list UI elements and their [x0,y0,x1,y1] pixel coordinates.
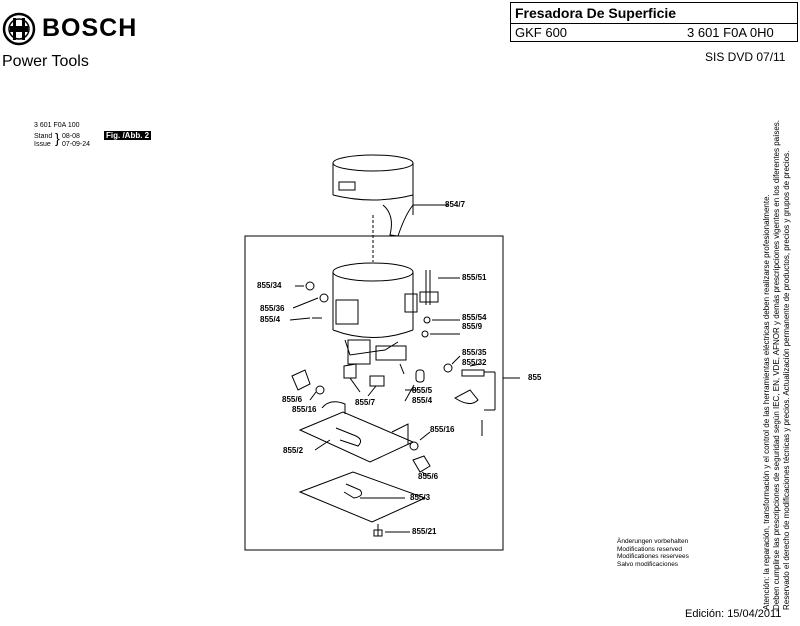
title-divider [511,23,797,24]
part-label-855-16-right: 855/16 [430,425,455,434]
part-label-855-6-left: 855/6 [282,395,303,404]
part-label-855-21: 855/21 [412,527,437,536]
bosch-armature-icon [2,12,36,46]
part-label-855-34: 855/34 [257,281,282,290]
stand-label: Stand [34,133,53,140]
part-label-855: 855 [528,373,542,382]
side-text-line-3: Reservado el derecho de modificaciones t… [782,150,791,610]
part-label-855-36: 855/36 [260,304,285,313]
part-label-855-2: 855/2 [283,446,304,455]
title-text: Fresadora De Superficie [515,5,677,21]
part-label-855-51: 855/51 [462,273,487,282]
note-line-2: Modifications reserved [617,545,683,553]
note-line-1: Änderungen vorbehalten [617,538,689,545]
edition-date: Edición: 15/04/2011 [685,608,782,620]
notes-block: Änderungen vorbehalten Modifications res… [617,538,757,568]
brand-subtitle: Power Tools [2,53,89,70]
part-label-855-9: 855/9 [462,322,483,331]
side-text-line-1: Atención: la reparación, transformación … [762,194,771,610]
part-label-854-7: 854/7 [445,200,466,209]
figure-tag: Fig. /Abb. 2 [104,131,152,140]
part-label-855-7: 855/7 [355,398,376,407]
sis-text: SIS DVD 07/11 [705,50,786,64]
model-text: GKF 600 [515,25,568,40]
side-text-line-2: Deben cumplirse las prescripciones de se… [772,119,781,610]
part-label-855-16-left: 855/16 [292,405,317,414]
part-label-855-4-mid: 855/4 [412,396,433,405]
side-disclaimer: Atención: la reparación, transformación … [762,90,792,610]
issue-label: Issue [34,141,51,148]
part-label-855-6-right: 855/6 [418,472,439,481]
part-number: 3 601 F0A 0H0 [687,25,774,40]
part-label-855-4-top: 855/4 [260,315,281,324]
part-label-855-35: 855/35 [462,348,487,357]
bosch-logo: BOSCH [2,10,142,48]
stand-value: 08-08 [62,133,80,140]
assembly-frame [244,235,504,551]
brand-name: BOSCH [42,14,138,42]
drawing-code: 3 601 F0A 100 [34,122,80,129]
title-block: Fresadora De Superficie GKF 600 3 601 F0… [510,2,798,42]
note-line-4: Salvo modificaciones [617,560,679,568]
part-label-855-54: 855/54 [462,313,487,322]
part-label-855-5: 855/5 [412,386,433,395]
note-line-3: Modificationes reservees [617,553,689,560]
issue-value: 07-09-24 [62,141,91,148]
header-brace: } [55,130,60,146]
part-label-855-3: 855/3 [410,493,431,502]
part-label-855-32: 855/32 [462,358,487,367]
